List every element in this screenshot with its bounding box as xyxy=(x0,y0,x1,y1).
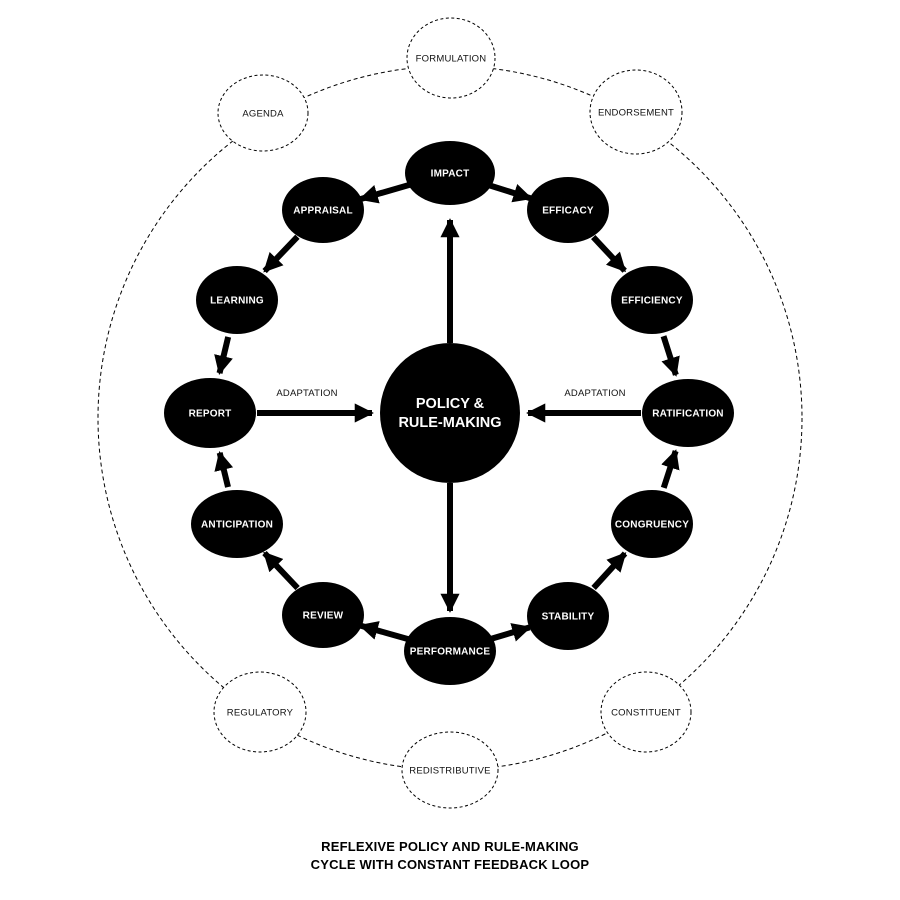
cycle-node-label: IMPACT xyxy=(431,169,470,180)
adaptation-label-left: ADAPTATION xyxy=(276,388,337,399)
outer-node-label: CONSTITUENT xyxy=(611,708,681,719)
outer-node-shape xyxy=(406,17,496,99)
cycle-node-label: RATIFICATION xyxy=(652,409,723,420)
center-label-line2: RULE-MAKING xyxy=(398,415,501,431)
cycle-node-ratification: RATIFICATION xyxy=(642,379,734,447)
cycle-node-shape xyxy=(527,582,609,650)
cycle-node-label: EFFICIENCY xyxy=(621,296,683,307)
center-label-line1: POLICY & xyxy=(416,396,485,412)
arrow-appraisal-to-learning xyxy=(262,234,300,274)
outer-node-constituent: CONSTITUENT xyxy=(600,671,692,753)
cycle-node-review: REVIEW xyxy=(282,582,364,648)
outer-node-shape xyxy=(401,731,499,809)
outer-node-label: ENDORSEMENT xyxy=(598,108,674,119)
arrow-performance-to-review xyxy=(358,621,415,644)
cycle-node-shape xyxy=(282,177,364,243)
outer-node-regulatory: REGULATORY xyxy=(213,671,307,753)
cycle-node-shape xyxy=(642,379,734,447)
cycle-node-label: PERFORMANCE xyxy=(410,647,491,658)
outer-node-shape xyxy=(600,671,692,753)
cycle-node-shape xyxy=(191,490,283,558)
arrow-impact-to-efficacy xyxy=(483,180,533,203)
cycle-node-shape xyxy=(164,378,256,448)
arrow-performance-to-stability xyxy=(485,623,532,644)
caption-line-2: CYCLE WITH CONSTANT FEEDBACK LOOP xyxy=(310,857,590,872)
outer-node-shape xyxy=(589,69,683,155)
outer-node-endorsement: ENDORSEMENT xyxy=(589,69,683,155)
cycle-node-shape xyxy=(405,141,495,205)
arrow-efficiency-to-ratification xyxy=(660,335,680,377)
cycle-node-shape xyxy=(527,177,609,243)
cycle-nodes: IMPACT EFFICACY EFFICIENCY RATIFICATION CONG… xyxy=(164,141,734,685)
cycle-arrows xyxy=(214,180,680,644)
center-node: POLICY & RULE-MAKING xyxy=(380,343,520,483)
arrow-anticipation-to-report xyxy=(214,450,234,488)
cycle-node-learning: LEARNING xyxy=(196,266,278,334)
arrow-congruency-to-ratification xyxy=(660,449,680,489)
arrow-stability-to-congruency xyxy=(591,551,628,590)
center-circle xyxy=(380,343,520,483)
outer-node-label: REDISTRIBUTIVE xyxy=(409,766,490,777)
cycle-node-appraisal: APPRAISAL xyxy=(282,177,364,243)
cycle-node-shape xyxy=(196,266,278,334)
outer-node-shape xyxy=(213,671,307,753)
caption-line-1: REFLEXIVE POLICY AND RULE-MAKING xyxy=(321,839,579,854)
cycle-node-shape xyxy=(404,617,496,685)
cycle-node-anticipation: ANTICIPATION xyxy=(191,490,283,558)
cycle-node-stability: STABILITY xyxy=(527,582,609,650)
cycle-node-congruency: CONGRUENCY xyxy=(611,490,693,558)
outer-node-formulation: FORMULATION xyxy=(406,17,496,99)
cycle-node-shape xyxy=(611,490,693,558)
cycle-node-shape xyxy=(611,266,693,334)
cycle-node-label: STABILITY xyxy=(542,612,595,623)
outer-node-agenda: AGENDA xyxy=(217,74,309,152)
arrow-learning-to-report xyxy=(214,336,233,375)
cycle-node-performance: PERFORMANCE xyxy=(404,617,496,685)
outer-node-label: REGULATORY xyxy=(227,708,294,719)
cycle-node-label: REPORT xyxy=(189,409,232,420)
arrow-efficacy-to-efficiency xyxy=(591,235,627,273)
cycle-node-label: EFFICACY xyxy=(542,206,594,217)
spoke-arrows xyxy=(257,218,641,613)
cycle-node-label: LEARNING xyxy=(210,296,264,307)
arrow-review-to-anticipation xyxy=(262,551,300,591)
cycle-node-label: REVIEW xyxy=(303,611,344,622)
cycle-node-efficacy: EFFICACY xyxy=(527,177,609,243)
cycle-node-shape xyxy=(282,582,364,648)
adaptation-label-right: ADAPTATION xyxy=(564,388,625,399)
arrow-impact-to-appraisal xyxy=(358,180,417,204)
cycle-node-impact: IMPACT xyxy=(405,141,495,205)
outer-node-shape xyxy=(217,74,309,152)
outer-feedback-ring xyxy=(97,65,803,771)
cycle-node-efficiency: EFFICIENCY xyxy=(611,266,693,334)
outer-node-redistributive: REDISTRIBUTIVE xyxy=(401,731,499,809)
cycle-node-label: APPRAISAL xyxy=(293,206,353,217)
outer-node-label: FORMULATION xyxy=(416,54,487,65)
outer-nodes: FORMULATION ENDORSEMENT CONSTITUENT REDISTR… xyxy=(213,17,692,809)
outer-node-label: AGENDA xyxy=(242,109,284,120)
cycle-node-report: REPORT xyxy=(164,378,256,448)
cycle-node-label: CONGRUENCY xyxy=(615,520,689,531)
cycle-node-label: ANTICIPATION xyxy=(201,520,273,531)
